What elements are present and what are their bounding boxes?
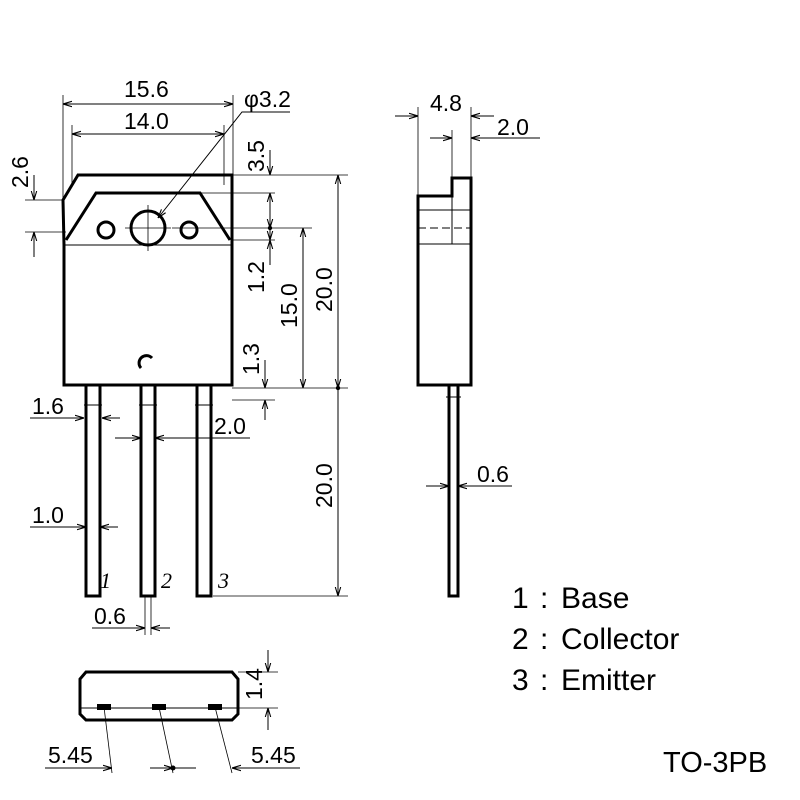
legend-1-number: 1 — [512, 582, 529, 615]
dim-pin-pitch: 2.0 — [214, 413, 246, 439]
side-lead — [447, 385, 460, 598]
dim-bottom-height: 1.4 — [241, 668, 267, 700]
bottom-view — [78, 670, 240, 722]
dim-pitch-left: 5.45 — [48, 742, 93, 768]
legend-2-sep: : — [540, 623, 548, 656]
dim-side-lead-thickness: 0.6 — [477, 461, 509, 487]
side-hole-right — [179, 220, 199, 240]
legend-1-name: Base — [561, 582, 629, 615]
ejector-mark — [137, 354, 154, 370]
pin-number-3: 3 — [217, 568, 229, 593]
dim-side-tab-thickness: 2.0 — [497, 114, 529, 140]
lead-1 — [84, 383, 102, 598]
dim-hole-diameter: φ3.2 — [244, 86, 291, 112]
dim-pitch-right: 5.45 — [251, 742, 296, 768]
dim-shoulder-height: 1.3 — [238, 343, 264, 375]
side-body-outline — [416, 176, 473, 387]
dim-step-height: 1.2 — [243, 261, 269, 293]
dim-body-width-inner: 14.0 — [124, 108, 169, 134]
side-dimensions — [395, 107, 540, 486]
dim-hole-offset: 3.5 — [243, 140, 269, 172]
front-dimensions — [25, 95, 348, 635]
lead-2 — [139, 383, 157, 598]
dim-body-height-total: 20.0 — [311, 267, 337, 312]
side-hole-left — [96, 220, 116, 240]
front-tab-inner-outline — [64, 191, 232, 241]
bottom-dimensions — [45, 650, 300, 774]
dim-body-height-to-hole: 15.0 — [276, 283, 302, 328]
pin-legend: 1 : Base 2 : Collector 3 : Emitter — [512, 582, 679, 697]
dim-body-width-outer: 15.6 — [124, 76, 169, 102]
front-body-outline — [61, 173, 234, 387]
bottom-body-outline — [78, 670, 240, 722]
legend-3-number: 3 — [512, 664, 529, 697]
pin-number-1: 1 — [100, 568, 111, 593]
pin-number-2: 2 — [161, 568, 172, 593]
legend-3-sep: : — [540, 664, 548, 697]
legend-2-name: Collector — [561, 623, 679, 656]
dim-lead-length: 20.0 — [311, 463, 337, 508]
dim-top-tab: 2.6 — [7, 156, 33, 188]
package-name: TO-3PB — [663, 747, 767, 779]
legend-2-number: 2 — [512, 623, 529, 656]
dim-lead-width-lower: 1.0 — [32, 502, 64, 528]
legend-1-sep: : — [540, 582, 548, 615]
dim-side-thickness: 4.8 — [430, 90, 462, 116]
dim-lead-width-upper: 1.6 — [32, 393, 64, 419]
lead-3 — [195, 383, 213, 598]
front-view — [61, 173, 234, 598]
legend-3-name: Emitter — [561, 664, 656, 697]
side-view — [416, 176, 473, 598]
dim-lead-thickness-front: 0.6 — [94, 603, 126, 629]
